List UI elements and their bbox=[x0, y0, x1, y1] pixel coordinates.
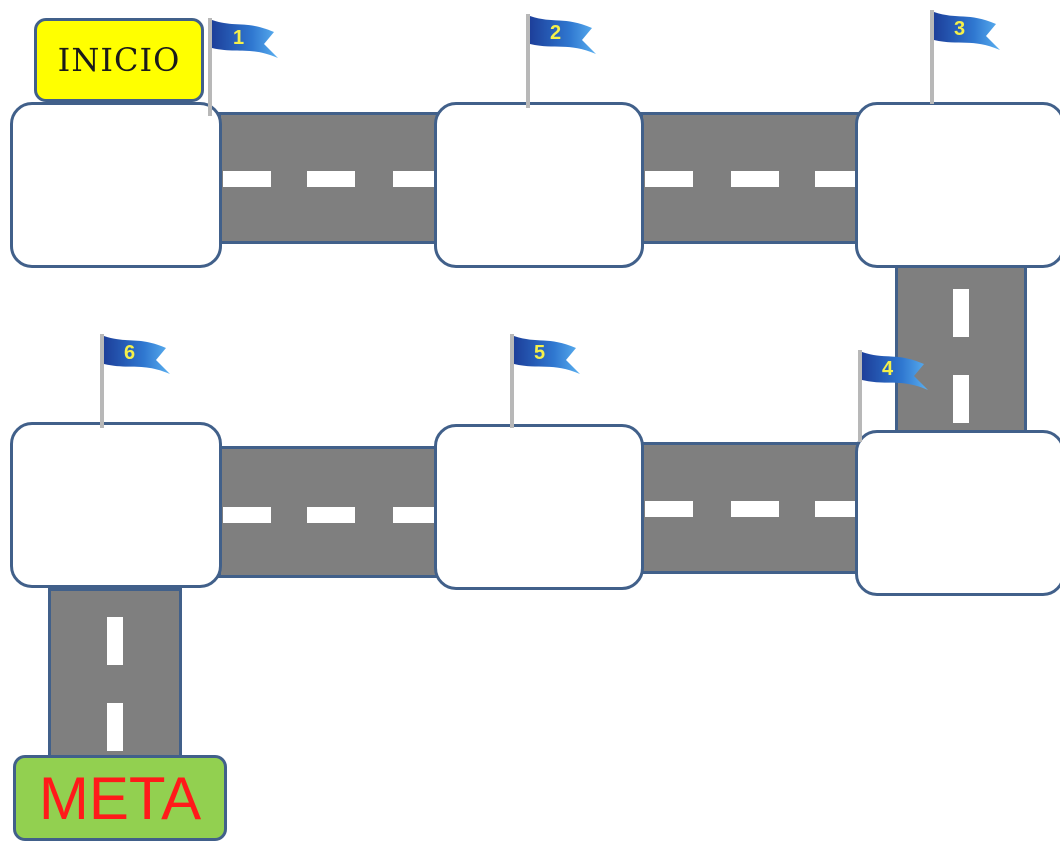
station-3-box[interactable] bbox=[855, 102, 1060, 268]
road-segment-5-6 bbox=[218, 446, 441, 578]
station-2-box[interactable] bbox=[434, 102, 644, 268]
road-dash bbox=[815, 501, 863, 517]
road-dash bbox=[731, 501, 779, 517]
road-dash bbox=[223, 507, 271, 523]
road-dash bbox=[953, 289, 969, 337]
road-dash bbox=[107, 617, 123, 665]
flag-3-number: 3 bbox=[954, 18, 966, 40]
road-segment-3-4 bbox=[895, 262, 1027, 434]
road-dash bbox=[393, 507, 441, 523]
finish-box: META bbox=[13, 755, 227, 841]
station-4-box[interactable] bbox=[855, 430, 1060, 596]
road-dash bbox=[107, 703, 123, 751]
finish-label: META bbox=[38, 764, 202, 832]
station-5-box[interactable] bbox=[434, 424, 644, 590]
road-segment-6-finish bbox=[48, 588, 182, 764]
flag-4-icon: 4 bbox=[856, 346, 936, 456]
road-segment-2-3 bbox=[640, 112, 863, 244]
flag-2-number: 2 bbox=[550, 22, 562, 44]
road-dash bbox=[307, 507, 355, 523]
road-dash bbox=[953, 375, 969, 423]
flag-2-icon: 2 bbox=[524, 10, 604, 120]
station-6-box[interactable] bbox=[10, 422, 222, 588]
road-dash bbox=[393, 171, 441, 187]
start-box: INICIO bbox=[34, 18, 204, 102]
road-dash bbox=[307, 171, 355, 187]
flag-1-icon: 1 bbox=[206, 14, 286, 124]
road-dash bbox=[223, 171, 271, 187]
flag-1-number: 1 bbox=[233, 27, 245, 49]
road-dash bbox=[645, 171, 693, 187]
road-dash bbox=[815, 171, 863, 187]
flag-6-icon: 6 bbox=[98, 330, 178, 440]
flag-5-icon: 5 bbox=[508, 330, 588, 440]
start-label: INICIO bbox=[57, 41, 181, 79]
road-segment-4-5 bbox=[640, 442, 863, 574]
road-dash bbox=[731, 171, 779, 187]
flag-5-number: 5 bbox=[534, 342, 546, 364]
road-dash bbox=[645, 501, 693, 517]
flag-4-number: 4 bbox=[882, 358, 894, 380]
station-1-box[interactable] bbox=[10, 102, 222, 268]
flag-3-icon: 3 bbox=[928, 6, 1008, 116]
flag-6-number: 6 bbox=[124, 342, 136, 364]
road-segment-1-2 bbox=[218, 112, 441, 244]
